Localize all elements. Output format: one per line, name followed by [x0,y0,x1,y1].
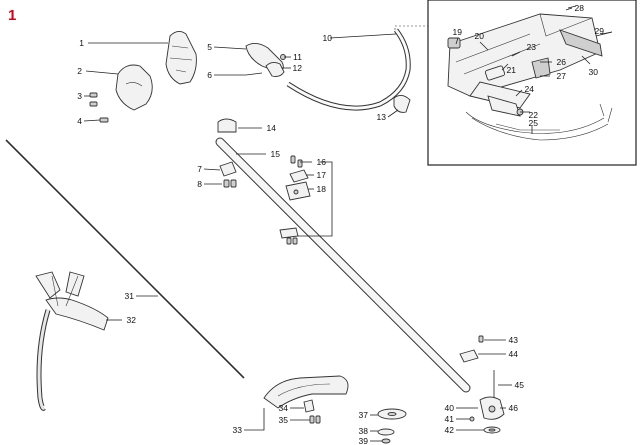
callout-46: 46 [509,403,519,413]
callout-45: 45 [515,380,525,390]
part-43-screw [478,335,484,343]
inset-frame [427,0,637,166]
callout-8: 8 [197,179,202,189]
callout-21: 21 [507,65,517,75]
part-lower-clip [279,227,299,245]
inset-housing-assembly [447,5,613,117]
callout-38: 38 [359,426,369,436]
callout-41: 41 [445,414,455,424]
part-16-screws [290,155,303,168]
callout-40: 40 [445,403,455,413]
part-25-wiring [465,103,613,141]
part-38-washer [377,428,395,436]
callout-42: 42 [445,425,455,435]
part-6-screw [245,72,263,76]
part-17-bracket [289,169,309,183]
part-2-cover [115,64,153,111]
callout-22: 22 [529,110,539,120]
part-8-screw [223,179,237,188]
callout-33: 33 [233,425,243,435]
callout-23: 23 [527,42,537,52]
callout-31: 31 [125,291,135,301]
callout-18: 18 [317,184,327,194]
callout-28: 28 [575,3,585,13]
callout-37: 37 [359,410,369,420]
callout-12: 12 [293,63,303,73]
part-18-clamp [285,181,311,201]
callout-11: 11 [293,52,302,62]
callout-30: 30 [589,67,599,77]
callout-39: 39 [359,436,369,445]
part-1-housing [165,31,197,85]
part-37-disc [377,408,407,420]
callout-43: 43 [509,335,519,345]
callout-24: 24 [525,84,535,94]
callout-34: 34 [279,403,289,413]
part-12-clamp [265,61,285,77]
page-number: 1 [8,7,16,24]
callout-5: 5 [207,42,212,52]
callout-35: 35 [279,415,289,425]
callout-14: 14 [267,123,277,133]
part-41-washer [469,416,475,422]
callout-labels: 1 2 3 4 5 6 7 8 10 11 12 13 14 15 16 17 … [77,3,604,445]
part-33-guard [263,375,349,409]
callout-13: 13 [377,112,387,122]
part-39-nut [381,438,391,444]
part-35-screws [309,415,321,424]
callout-15: 15 [271,149,281,159]
callout-26: 26 [557,57,567,67]
leader-lines [83,7,613,442]
callout-25: 25 [529,118,539,128]
part-group-bracket [298,161,333,237]
callout-2: 2 [77,66,82,76]
callout-7: 7 [197,164,202,174]
part-4-screw [99,117,109,123]
callout-27: 27 [557,71,567,81]
part-13-bracket [393,95,411,113]
callout-4: 4 [77,116,82,126]
callout-20: 20 [475,31,485,41]
callout-19: 19 [453,27,463,37]
callout-6: 6 [207,70,212,80]
part-3-screws [89,92,98,107]
part-32-harness [35,271,109,411]
callout-29: 29 [595,26,605,36]
callout-3: 3 [77,91,82,101]
part-42-washer [483,426,501,434]
part-14-shaft-clamp [217,118,237,133]
part-7-clip [219,161,237,177]
callout-17: 17 [317,170,327,180]
part-31-drive-cable [5,139,245,379]
callout-16: 16 [317,157,327,167]
inset-leader [394,25,428,30]
part-44-clamp [459,349,479,363]
callout-32: 32 [127,315,137,325]
callout-1: 1 [79,38,84,48]
part-34-plate [303,399,315,413]
part-10-loop-handle [286,28,411,111]
part-15-shaft-tube [215,137,471,393]
callout-44: 44 [509,349,519,359]
callout-10: 10 [323,33,333,43]
part-46-gear-head [479,396,505,420]
